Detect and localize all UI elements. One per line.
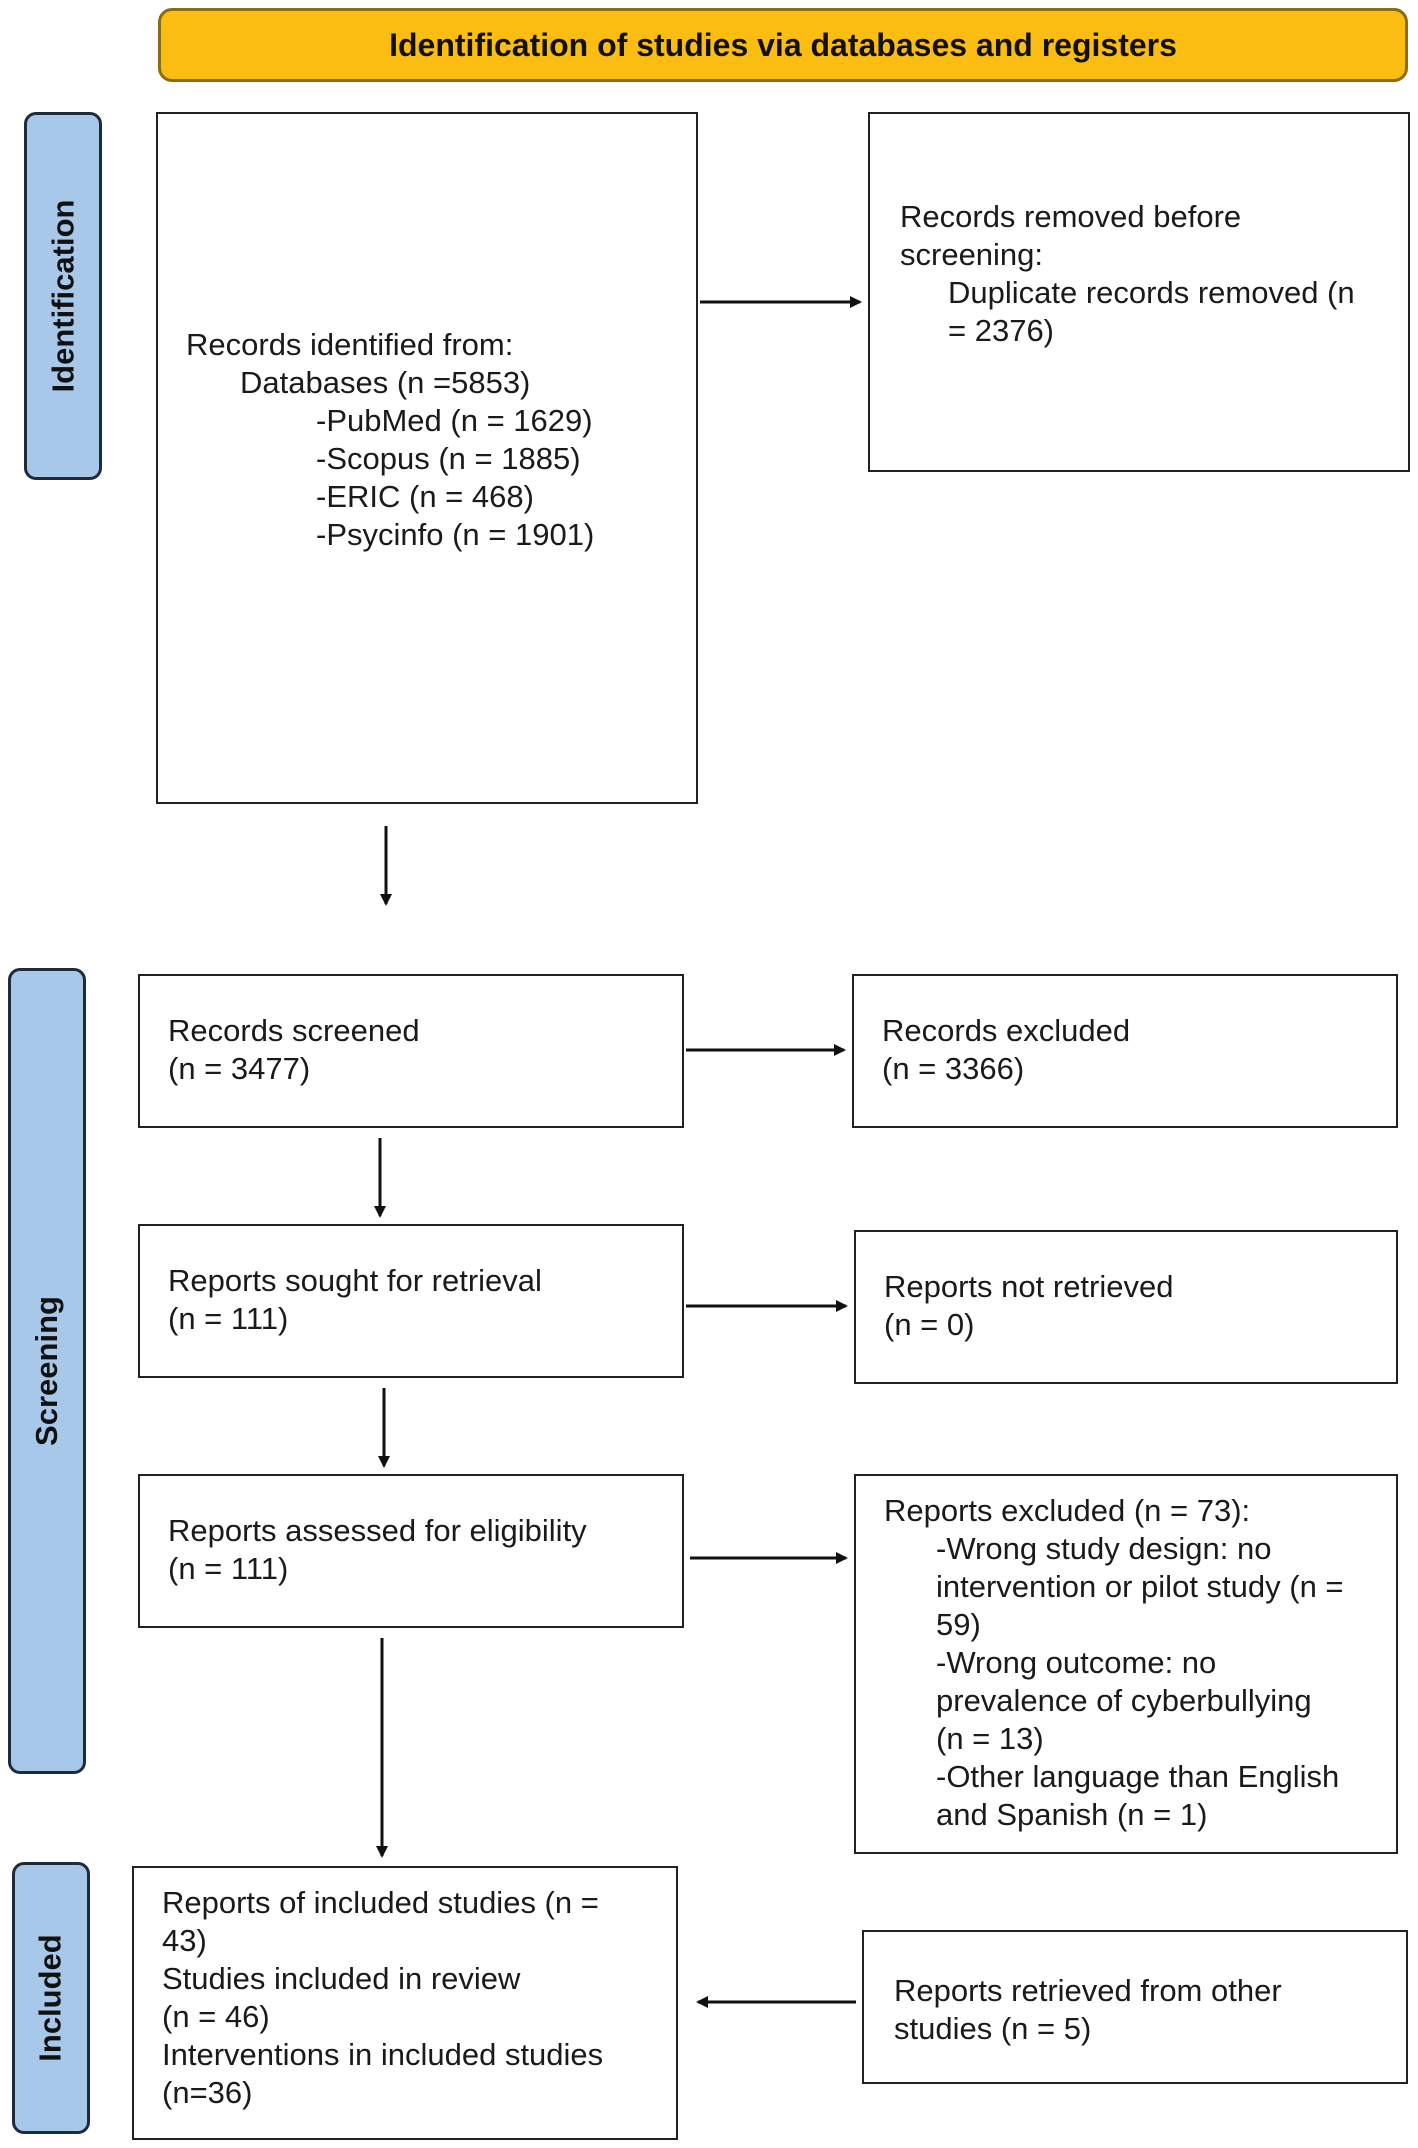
records-removed-detail2: = 2376) xyxy=(948,313,1055,348)
records-identified-databases: Databases (n =5853) xyxy=(240,365,531,400)
reports-excluded-reason: and Spanish (n = 1) xyxy=(936,1797,1208,1832)
reports-assessed-label: Reports assessed for eligibility xyxy=(168,1513,587,1548)
records-removed-detail1: Duplicate records removed (n xyxy=(948,275,1355,310)
reports-excluded-reason: intervention or pilot study (n = xyxy=(936,1569,1344,1604)
reports-not-retrieved-count: (n = 0) xyxy=(884,1307,975,1342)
records-screened-label: Records screened xyxy=(168,1013,420,1048)
records-identified-box: Records identified from: Databases (n =5… xyxy=(156,112,698,804)
source-psycinfo: -Psycinfo (n = 1901) xyxy=(316,517,595,552)
records-excluded-label: Records excluded xyxy=(882,1013,1131,1048)
included-reports-count: 43) xyxy=(162,1923,207,1958)
reports-excluded-reason: -Wrong study design: no xyxy=(936,1531,1272,1566)
reports-excluded-reason: prevalence of cyberbullying xyxy=(936,1683,1312,1718)
reports-excluded-box: Reports excluded (n = 73): -Wrong study … xyxy=(854,1474,1398,1854)
reports-sought-count: (n = 111) xyxy=(168,1301,289,1336)
reports-excluded-reason: -Other language than English xyxy=(936,1759,1340,1794)
phase-screening-label: Screening xyxy=(8,968,86,1774)
source-scopus: -Scopus (n = 1885) xyxy=(316,441,581,476)
other-studies-line2: studies (n = 5) xyxy=(894,2011,1092,2046)
records-identified-heading: Records identified from: xyxy=(186,327,514,362)
records-excluded-box: Records excluded (n = 3366) xyxy=(852,974,1398,1128)
reports-sought-box: Reports sought for retrieval (n = 111) xyxy=(138,1224,684,1378)
records-removed-line1: Records removed before xyxy=(900,199,1242,234)
included-interventions-count: (n=36) xyxy=(162,2075,253,2110)
records-removed-line2: screening: xyxy=(900,237,1044,272)
included-reports-line: Reports of included studies (n = xyxy=(162,1885,599,1920)
reports-not-retrieved-box: Reports not retrieved (n = 0) xyxy=(854,1230,1398,1384)
reports-not-retrieved-label: Reports not retrieved xyxy=(884,1269,1174,1304)
included-studies-line: Studies included in review xyxy=(162,1961,521,1996)
reports-excluded-reason: -Wrong outcome: no xyxy=(936,1645,1217,1680)
flow-header-banner: Identification of studies via databases … xyxy=(158,8,1408,82)
records-screened-count: (n = 3477) xyxy=(168,1051,311,1086)
flow-header-title: Identification of studies via databases … xyxy=(389,26,1177,63)
reports-assessed-count: (n = 111) xyxy=(168,1551,289,1586)
reports-sought-label: Reports sought for retrieval xyxy=(168,1263,542,1298)
included-studies-count: (n = 46) xyxy=(162,1999,270,2034)
records-screened-box: Records screened (n = 3477) xyxy=(138,974,684,1128)
reports-excluded-reason: 59) xyxy=(936,1607,981,1642)
reports-excluded-reason: (n = 13) xyxy=(936,1721,1044,1756)
source-eric: -ERIC (n = 468) xyxy=(316,479,534,514)
source-pubmed: -PubMed (n = 1629) xyxy=(316,403,593,438)
other-studies-box: Reports retrieved from other studies (n … xyxy=(862,1930,1408,2084)
records-removed-box: Records removed before screening: Duplic… xyxy=(868,112,1410,472)
phase-included-label: Included xyxy=(12,1862,90,2134)
reports-excluded-heading: Reports excluded (n = 73): xyxy=(884,1493,1251,1528)
phase-identification-label: Identification xyxy=(24,112,102,480)
records-excluded-count: (n = 3366) xyxy=(882,1051,1025,1086)
reports-assessed-box: Reports assessed for eligibility (n = 11… xyxy=(138,1474,684,1628)
included-studies-box: Reports of included studies (n = 43) Stu… xyxy=(132,1866,678,2140)
other-studies-line1: Reports retrieved from other xyxy=(894,1973,1282,2008)
included-interventions-line: Interventions in included studies xyxy=(162,2037,604,2072)
